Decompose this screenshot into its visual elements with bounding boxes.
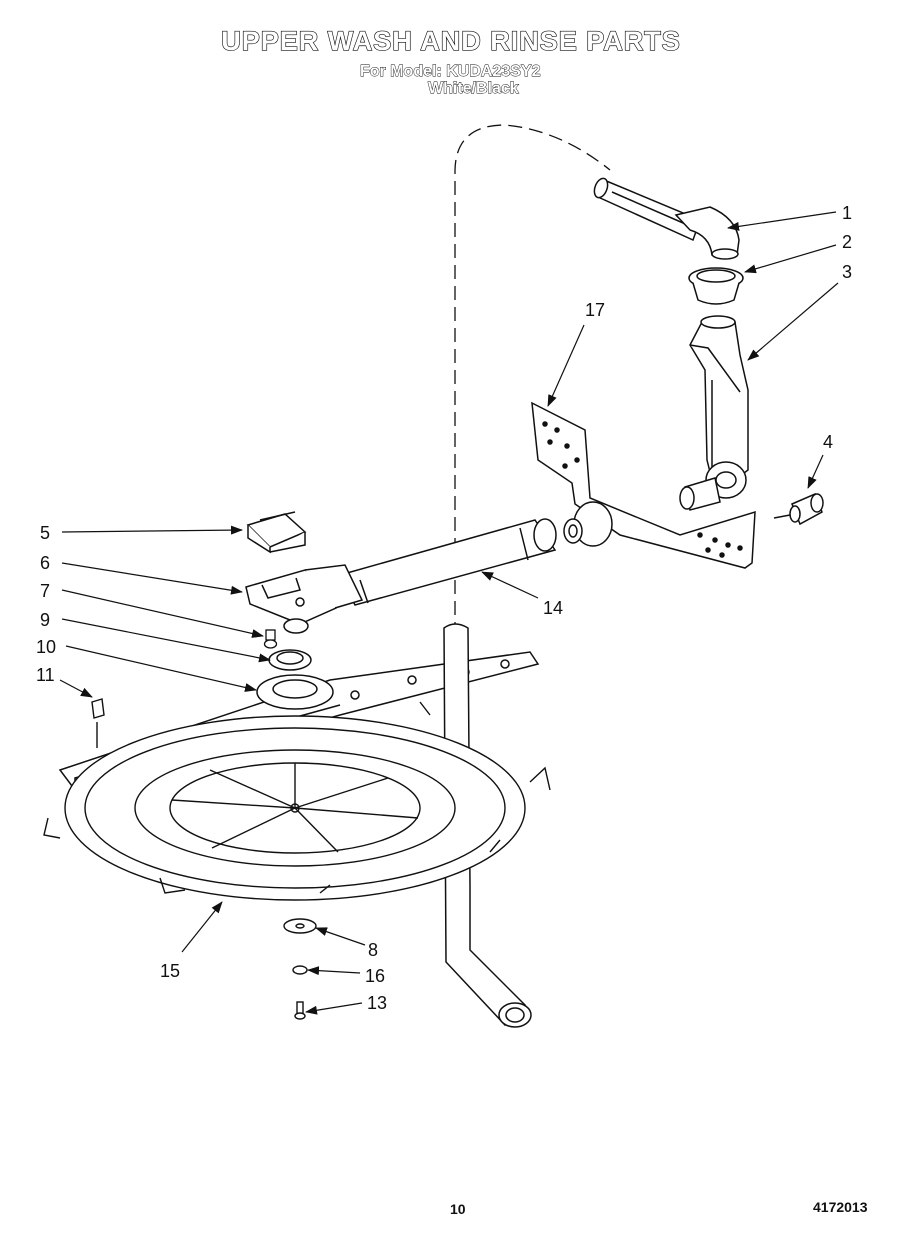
page-number: 10 [450,1201,466,1217]
tube-part-14 [338,518,557,606]
leader-15 [181,901,223,953]
leader-14 [481,571,539,599]
label-part-13: 13 [367,993,387,1013]
upper-hose [593,177,701,242]
bracket-part-17 [531,401,756,569]
rack-part-15 [43,701,551,901]
cap-part-4 [773,493,824,526]
leader-2 [744,244,837,274]
document-number: 4172013 [813,1199,868,1215]
label-part-2: 2 [842,232,852,252]
assembly-dash-line [454,124,611,720]
cover-part-5 [246,511,307,554]
leader-lines [59,211,839,1015]
label-part-7: 7 [40,581,50,601]
manifold-outlet [679,477,721,511]
washer-part-8 [283,918,317,934]
screw-part-7 [263,629,278,649]
label-part-11: 11 [36,665,55,685]
leader-9 [61,618,271,663]
leader-4 [807,454,824,489]
hub-part-6 [245,564,364,634]
label-part-14: 14 [543,598,563,618]
tube-connector [563,501,613,547]
leader-13 [305,1002,363,1015]
seal-part-2 [688,267,744,305]
leader-8 [315,927,366,946]
gasket-part-9 [268,649,312,671]
leader-10 [65,645,257,692]
nut-part-16 [292,965,308,975]
drain-pipe [443,623,532,1028]
label-part-17: 17 [585,300,605,320]
label-part-16: 16 [365,966,385,986]
leader-1 [727,211,837,231]
label-part-4: 4 [823,432,833,452]
leader-17 [547,324,585,407]
label-part-10: 10 [36,637,56,657]
label-part-6: 6 [40,553,50,573]
leader-5 [61,525,243,535]
clip-part-11 [91,698,105,748]
leader-7 [61,589,264,638]
color-subtitle: White/Black [428,80,520,98]
leader-3 [747,282,839,361]
label-part-8: 8 [368,940,378,960]
page-title: UPPER WASH AND RINSE PARTS [221,25,681,56]
leader-16 [307,966,361,976]
label-part-15: 15 [160,961,180,981]
manifold-part-3 [689,315,749,499]
model-subtitle: For Model: KUDA23SY2 [360,63,541,81]
leader-11 [59,679,93,698]
label-part-3: 3 [842,262,852,282]
elbow-part-1 [674,206,740,260]
label-part-9: 9 [40,610,50,630]
leader-6 [61,562,243,595]
label-part-1: 1 [842,203,852,223]
label-part-5: 5 [40,523,50,543]
screw-part-13 [294,1001,306,1020]
